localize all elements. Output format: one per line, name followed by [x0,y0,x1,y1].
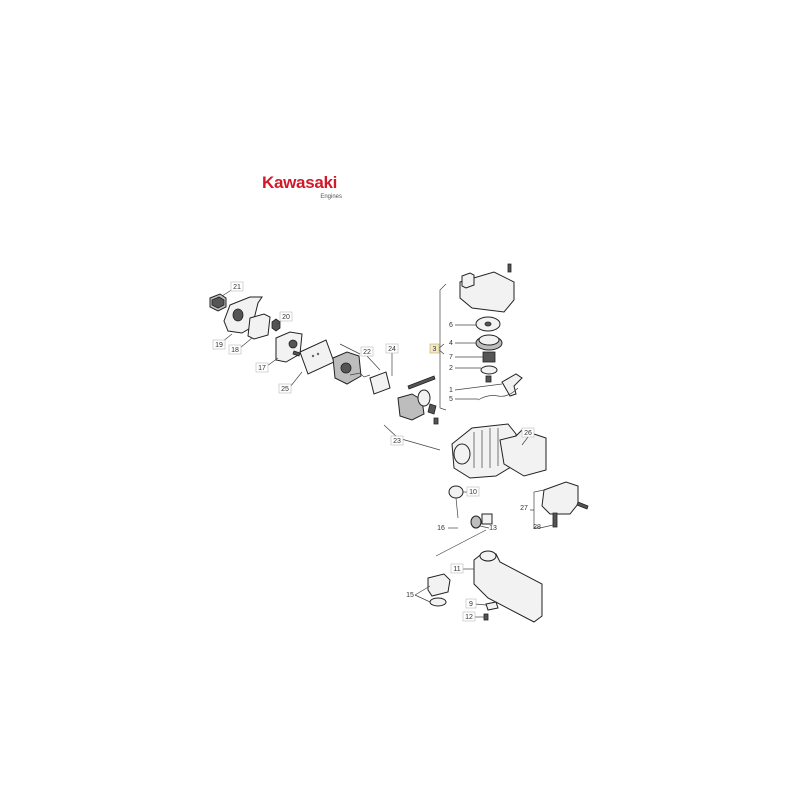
brand-name: Kawasaki [262,173,338,192]
svg-text:1: 1 [449,387,453,394]
fuel-cap-part-15[interactable] [427,573,451,607]
svg-text:10: 10 [469,489,477,496]
air-filter-element-part-18[interactable] [247,313,271,340]
starter-housing[interactable] [459,263,515,313]
callout-5[interactable]: 5 [449,396,453,403]
callout-4[interactable]: 4 [449,340,453,347]
svg-text:12: 12 [465,614,473,621]
svg-text:24: 24 [388,346,396,353]
callout-21[interactable]: 21 [230,281,244,292]
svg-text:15: 15 [406,592,414,599]
bolt-part[interactable] [407,375,436,390]
callout-2[interactable]: 2 [449,365,453,372]
callout-23[interactable]: 23 [390,435,404,446]
svg-text:9: 9 [469,601,473,608]
callout-17[interactable]: 17 [255,362,269,373]
callout-24[interactable]: 24 [385,343,399,354]
svg-text:11: 11 [453,566,460,573]
svg-text:22: 22 [363,349,371,356]
callout-11[interactable]: 11 [450,563,464,574]
fuel-line-part-13[interactable] [435,513,493,557]
callout-13[interactable]: 13 [489,525,497,532]
ratchet-part-2[interactable] [480,365,498,375]
svg-text:17: 17 [258,365,266,372]
carburetor-part-23[interactable] [397,389,439,425]
svg-text:27: 27 [520,505,528,512]
svg-text:21: 21 [233,284,241,291]
svg-text:6: 6 [449,322,453,329]
svg-text:13: 13 [489,525,497,532]
svg-text:3: 3 [433,346,437,353]
svg-text:4: 4 [449,340,453,347]
screw-part-12[interactable] [483,613,489,621]
bracket-part-28[interactable] [552,512,558,528]
callout-20[interactable]: 20 [279,311,293,322]
rope-part-5[interactable] [477,387,519,401]
callout-12[interactable]: 12 [462,611,476,622]
callout-9[interactable]: 9 [465,598,477,609]
spring-part-6[interactable] [475,316,501,332]
screw-part-1[interactable] [485,375,492,383]
svg-text:7: 7 [449,354,453,361]
callout-15[interactable]: 15 [406,592,414,599]
callout-26[interactable]: 26 [521,427,535,438]
svg-text:28: 28 [533,524,541,531]
callout-28[interactable]: 28 [533,524,541,531]
callout-3[interactable]: 3 [429,343,440,354]
primer-part-10[interactable] [448,485,464,519]
svg-text:25: 25 [281,386,289,393]
spring-part-7[interactable] [482,351,496,363]
fuel-tank-part-11[interactable] [473,550,543,623]
handle-part[interactable] [501,373,523,397]
callout-22[interactable]: 22 [360,346,374,357]
callout-25[interactable]: 25 [278,383,292,394]
svg-text:18: 18 [231,347,239,354]
insulator-part-22[interactable] [332,351,371,385]
svg-text:23: 23 [393,438,401,445]
callout-7[interactable]: 7 [449,354,453,361]
cylinder-block[interactable] [451,423,517,479]
svg-text:19: 19 [215,342,223,349]
svg-text:26: 26 [524,430,532,437]
heat-shield-part-26[interactable] [499,429,547,477]
svg-text:2: 2 [449,365,453,372]
carb-gasket-part-24[interactable] [369,371,391,395]
callout-10[interactable]: 10 [466,486,480,497]
pulley-part-4[interactable] [475,334,503,351]
svg-text:5: 5 [449,396,453,403]
svg-text:20: 20 [282,314,290,321]
kawasaki-logo: Kawasaki Engines [262,174,342,201]
air-cleaner-base-part-17[interactable] [275,331,303,363]
brand-subtitle: Engines [320,194,342,200]
svg-text:16: 16 [437,525,445,532]
callout-18[interactable]: 18 [228,344,242,355]
callout-1[interactable]: 1 [449,387,453,394]
callout-19[interactable]: 19 [212,339,226,350]
muffler-part-27[interactable] [541,481,589,515]
callout-16[interactable]: 16 [437,525,445,532]
clip-part-9[interactable] [485,601,499,611]
air-filter-knob-part-21[interactable] [209,293,227,312]
callout-27[interactable]: 27 [520,505,528,512]
callout-6[interactable]: 6 [449,322,453,329]
